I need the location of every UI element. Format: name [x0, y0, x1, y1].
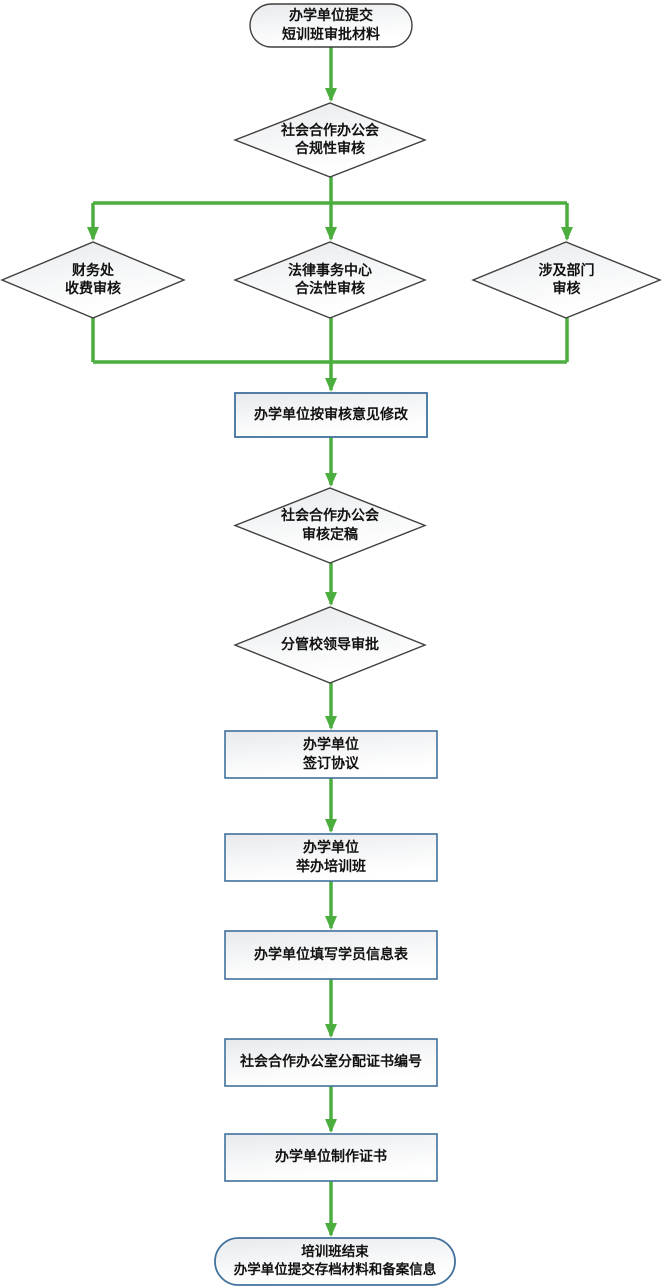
- process-r1-shape: [234, 392, 428, 438]
- connectors: [87, 47, 573, 1237]
- connector-d1-branch-bus: [93, 177, 567, 205]
- shapes: [0, 3, 662, 1286]
- process-r3-shape: [224, 833, 438, 882]
- process-r2-shape: [224, 730, 438, 779]
- process-r6-shape: [224, 1133, 438, 1182]
- decision-d1-shape: [233, 102, 427, 178]
- process-r4-shape: [224, 930, 438, 980]
- terminator-end-shape: [214, 1237, 456, 1286]
- decision-d3-shape: [233, 606, 427, 684]
- decision-legal-shape: [233, 241, 427, 319]
- decision-depts-shape: [471, 241, 662, 319]
- process-r5-shape: [224, 1038, 438, 1087]
- terminator-start-shape: [249, 3, 413, 48]
- decision-finance-shape: [0, 241, 186, 319]
- decision-d2-shape: [233, 487, 427, 564]
